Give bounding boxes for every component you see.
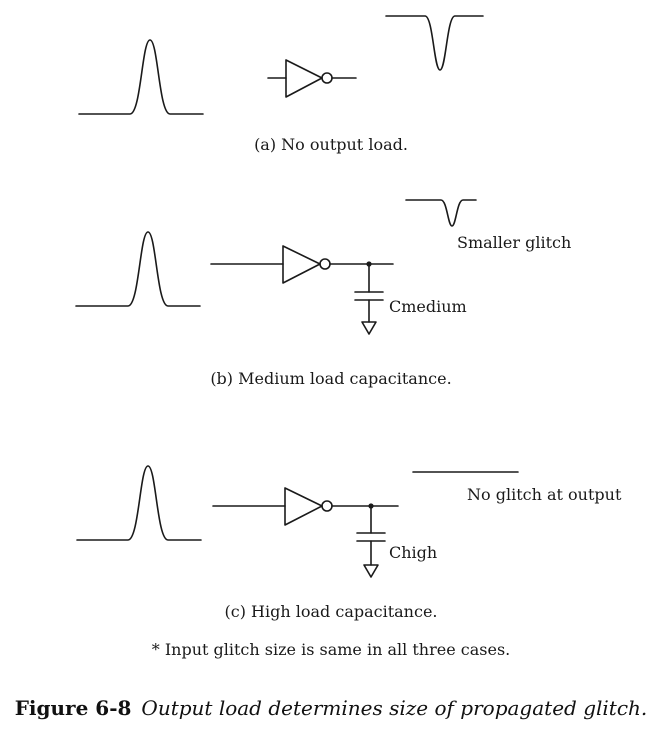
input-glitch-waveform-b [75, 231, 201, 307]
capacitor-c [356, 505, 386, 566]
footnote: * Input glitch size is same in all three… [151, 640, 511, 659]
figure-title: Output load determines size of propagate… [141, 696, 648, 720]
output-label-c: No glitch at output [467, 485, 622, 504]
output-glitch-waveform-a [385, 15, 484, 71]
ground-symbol-c [363, 564, 379, 578]
inverter-b [210, 245, 394, 284]
ground-symbol-b [361, 321, 377, 335]
input-glitch-waveform-c [76, 465, 202, 541]
caption-c: (c) High load capacitance. [224, 602, 438, 621]
output-label-b: Smaller glitch [457, 233, 572, 252]
inverter-a [267, 59, 357, 98]
capacitor-label-c: Chigh [389, 543, 438, 562]
input-glitch-waveform-a [78, 39, 204, 115]
figure-caption: Figure 6-8 Output load determines size of… [0, 698, 662, 718]
figure-number: Figure 6-8 [14, 696, 132, 720]
capacitor-b [354, 263, 384, 323]
output-glitch-waveform-b [405, 199, 477, 227]
caption-a: (a) No output load. [254, 135, 408, 154]
capacitor-label-b: Cmedium [389, 297, 467, 316]
inverter-c [212, 487, 399, 526]
caption-b: (b) Medium load capacitance. [210, 369, 452, 388]
